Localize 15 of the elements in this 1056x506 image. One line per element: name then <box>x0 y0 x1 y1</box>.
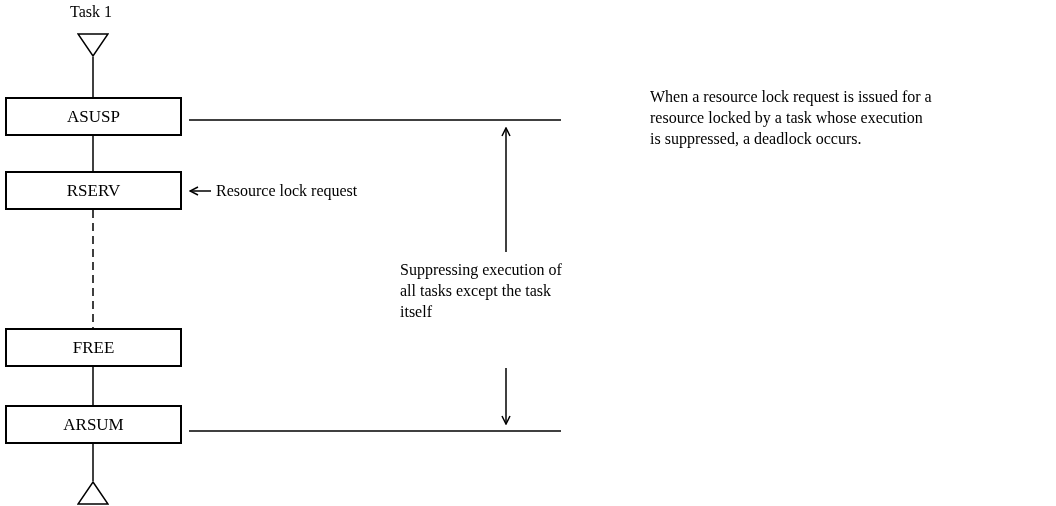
process-box: FREE <box>5 328 182 367</box>
connector-line <box>92 443 94 482</box>
process-box: ASUSP <box>5 97 182 136</box>
range-label: Suppressing execution of all tasks except the task itself <box>400 260 563 322</box>
task-label: Task 1 <box>70 2 112 22</box>
process-box: ARSUM <box>5 405 182 444</box>
connector-line <box>92 135 94 172</box>
end-triangle <box>77 481 109 505</box>
connector-line <box>92 209 94 329</box>
note-text: When a resource lock request is issued for a resource locked by a task whose execution is suppressed, a deadlock occurs. <box>650 87 932 149</box>
connector-line <box>92 56 94 98</box>
connector-line <box>92 366 94 406</box>
process-box: RSERV <box>5 171 182 210</box>
annotation-text: Resource lock request <box>216 181 358 201</box>
arrow <box>189 186 212 196</box>
